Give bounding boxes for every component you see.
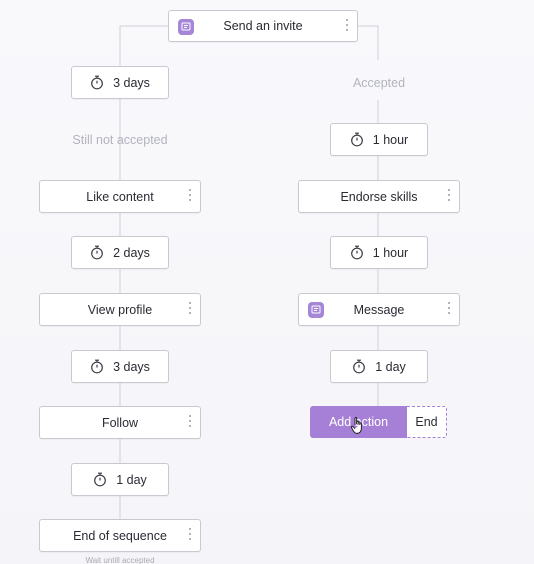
more-options-icon[interactable] (188, 302, 192, 317)
message-square-icon (308, 302, 324, 318)
action-step[interactable]: Follow (39, 406, 201, 439)
end-button[interactable]: End (407, 406, 447, 438)
wait-step[interactable]: 1 hour (330, 236, 428, 269)
more-options-icon[interactable] (447, 302, 451, 317)
branch-footnote: Wait untill accepted (85, 556, 155, 564)
more-options-icon[interactable] (188, 189, 192, 204)
stopwatch-icon (91, 245, 103, 260)
right-branch-condition: Accepted (352, 76, 406, 90)
left-branch-condition: Still not accepted (72, 133, 168, 147)
wait-label: 1 hour (372, 245, 409, 260)
stopwatch-icon (350, 132, 363, 147)
action-label: End of sequence (73, 528, 167, 543)
wait-step[interactable]: 3 days (71, 66, 169, 99)
more-options-icon[interactable] (188, 528, 192, 543)
action-label: Like content (86, 189, 154, 204)
action-label: Message (353, 302, 405, 317)
action-step[interactable]: End of sequence (39, 519, 201, 552)
action-step[interactable]: Like content (39, 180, 201, 213)
trigger-label: Send an invite (223, 19, 303, 33)
stopwatch-icon (94, 472, 107, 487)
wait-step[interactable]: 2 days (71, 236, 169, 269)
message-square-icon (178, 19, 194, 35)
wait-label: 3 days (113, 359, 150, 374)
action-label: Endorse skills (340, 189, 418, 204)
more-options-icon[interactable] (447, 189, 451, 204)
action-label: Follow (101, 415, 139, 430)
action-label: View profile (87, 302, 153, 317)
wait-step[interactable]: 1 day (330, 350, 428, 383)
hand-cursor-icon (350, 416, 362, 434)
wait-label: 3 days (113, 75, 150, 90)
action-step[interactable]: Endorse skills (298, 180, 460, 213)
wait-label: 2 days (113, 245, 150, 260)
action-step[interactable]: View profile (39, 293, 201, 326)
wait-step[interactable]: 1 day (71, 463, 169, 496)
wait-label: 1 day (375, 359, 406, 374)
wait-step[interactable]: 3 days (71, 350, 169, 383)
trigger-send-invite[interactable]: Send an invite (168, 10, 358, 42)
action-step[interactable]: Message (298, 293, 460, 326)
stopwatch-icon (353, 359, 366, 374)
stopwatch-icon (91, 359, 103, 374)
stopwatch-icon (350, 245, 363, 260)
wait-step[interactable]: 1 hour (330, 123, 428, 156)
wait-label: 1 day (116, 472, 147, 487)
more-options-icon[interactable] (345, 19, 349, 34)
more-options-icon[interactable] (188, 415, 192, 430)
stopwatch-icon (91, 75, 103, 90)
wait-label: 1 hour (372, 132, 409, 147)
